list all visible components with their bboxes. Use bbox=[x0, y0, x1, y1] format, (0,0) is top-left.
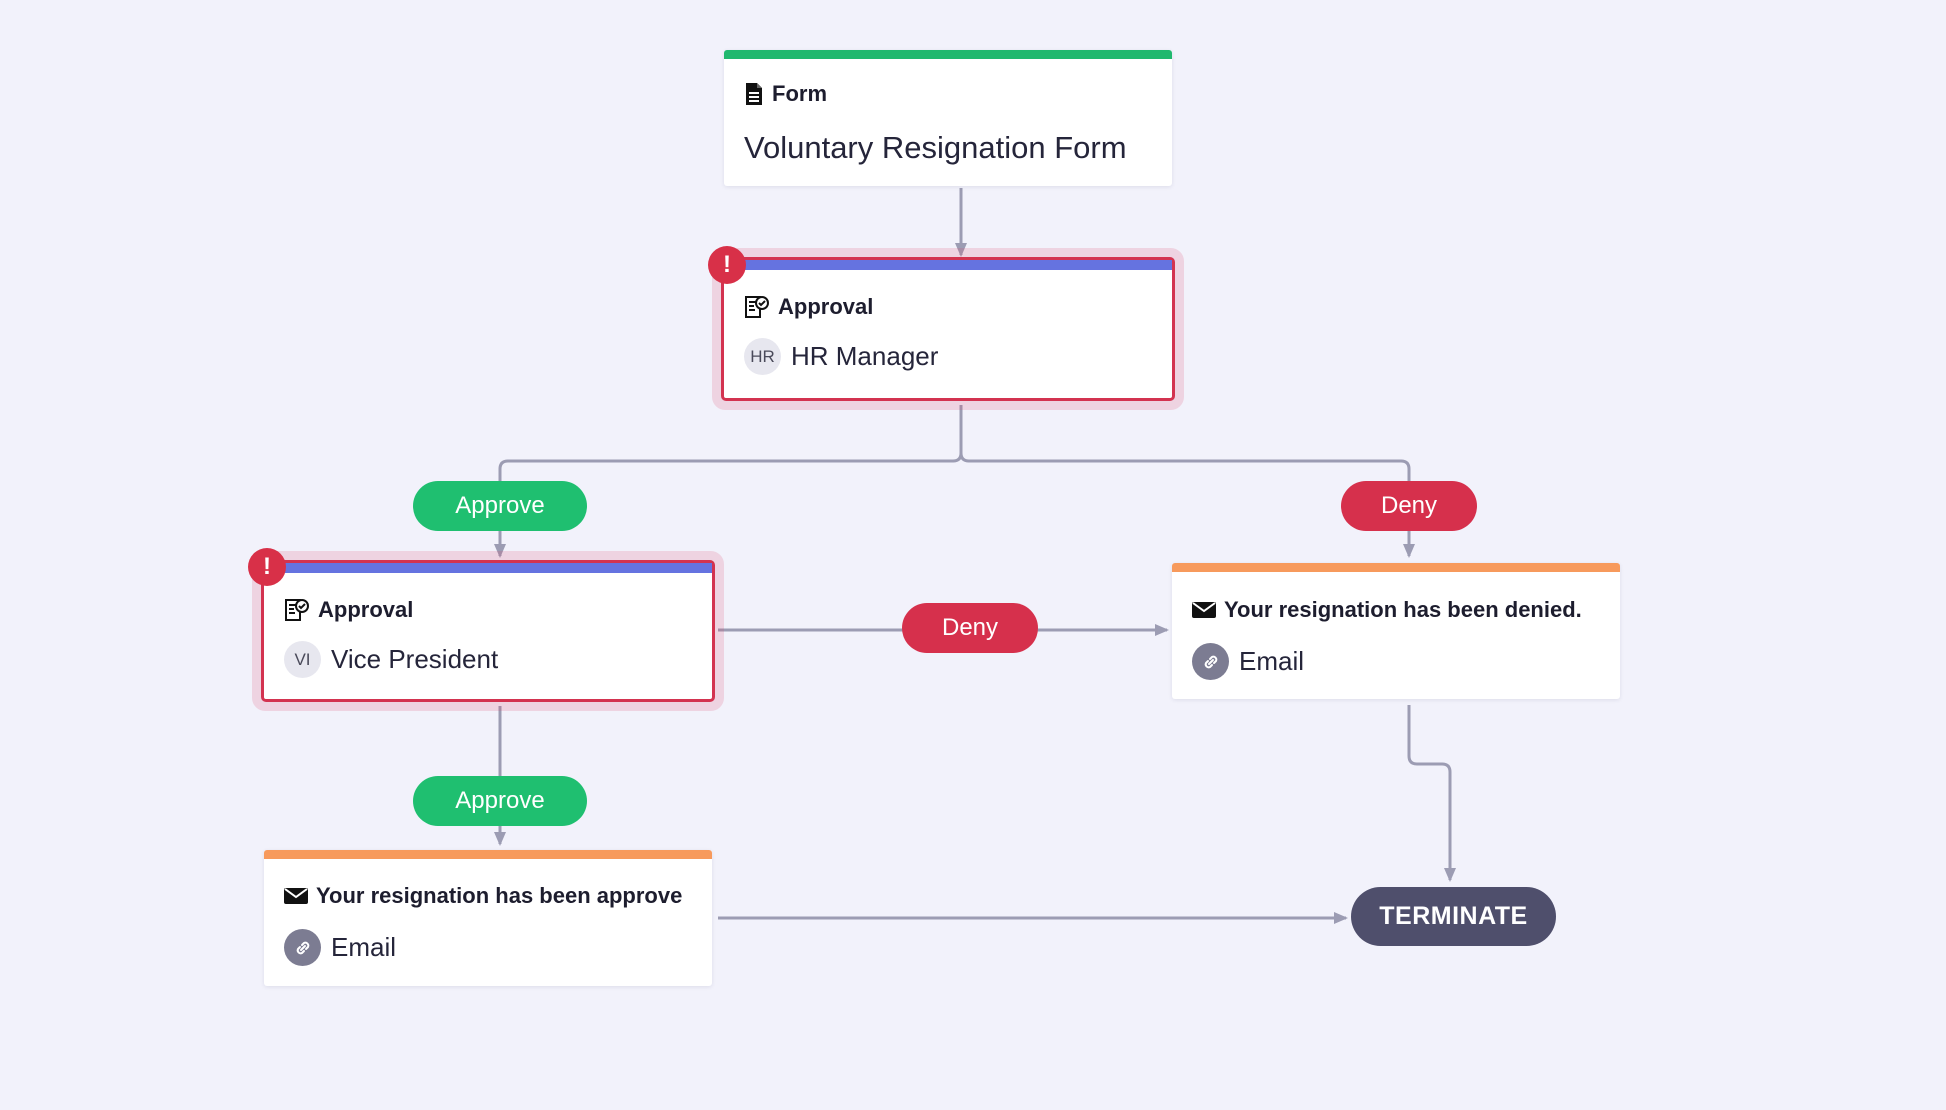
approve-label-2[interactable]: Approve bbox=[413, 776, 587, 826]
hr-assignee-name: HR Manager bbox=[791, 341, 939, 371]
vp-approval-assignee: VI Vice President bbox=[284, 641, 498, 678]
document-icon bbox=[744, 82, 764, 106]
vp-assignee-name: Vice President bbox=[331, 644, 499, 674]
approved-email-node[interactable]: Your resignation has been approve Email bbox=[264, 850, 712, 986]
form-node-bar bbox=[724, 50, 1172, 59]
hr-approval-header: Approval bbox=[744, 294, 873, 320]
vp-approval-type: Approval bbox=[318, 597, 414, 622]
denied-email-bar bbox=[1172, 563, 1620, 572]
deny-label-1[interactable]: Deny bbox=[1341, 481, 1477, 531]
denied-email-node[interactable]: Your resignation has been denied. Email bbox=[1172, 563, 1620, 699]
hr-approval-node[interactable]: Approval HR HR Manager bbox=[721, 257, 1175, 401]
connector-hr-deny bbox=[959, 452, 1415, 558]
approved-email-bar bbox=[264, 850, 712, 859]
envelope-icon bbox=[1192, 601, 1216, 619]
vp-warning-badge[interactable]: ! bbox=[248, 548, 286, 586]
approval-check-icon bbox=[744, 294, 770, 320]
connector-hr-branch bbox=[494, 405, 963, 558]
hr-approval-type: Approval bbox=[778, 294, 874, 319]
form-node-header: Form bbox=[744, 81, 827, 107]
envelope-icon bbox=[284, 887, 308, 905]
hr-approval-bar bbox=[724, 260, 1172, 270]
form-node-type: Form bbox=[772, 81, 827, 106]
link-icon bbox=[1192, 643, 1229, 680]
denied-email-header: Your resignation has been denied. bbox=[1192, 597, 1582, 623]
approved-email-header: Your resignation has been approve bbox=[284, 883, 694, 909]
link-icon bbox=[284, 929, 321, 966]
connector-denied-to-terminate bbox=[1407, 705, 1456, 882]
hr-warning-badge[interactable]: ! bbox=[708, 246, 746, 284]
vp-avatar: VI bbox=[284, 641, 321, 678]
approve-label-1[interactable]: Approve bbox=[413, 481, 587, 531]
form-node-title: Voluntary Resignation Form bbox=[744, 130, 1127, 165]
denied-email-channel-label: Email bbox=[1239, 646, 1305, 676]
approved-email-subject: Your resignation has been approve bbox=[316, 883, 683, 908]
form-node[interactable]: Form Voluntary Resignation Form bbox=[724, 50, 1172, 186]
deny-label-2[interactable]: Deny bbox=[902, 603, 1038, 653]
vp-approval-bar bbox=[264, 563, 712, 573]
denied-email-subject: Your resignation has been denied. bbox=[1224, 597, 1582, 622]
approved-email-channel-label: Email bbox=[331, 932, 397, 962]
hr-avatar: HR bbox=[744, 338, 781, 375]
vp-approval-node[interactable]: Approval VI Vice President bbox=[261, 560, 715, 702]
approval-check-icon bbox=[284, 597, 310, 623]
hr-approval-assignee: HR HR Manager bbox=[744, 338, 938, 375]
vp-approval-header: Approval bbox=[284, 597, 413, 623]
approved-email-channel: Email bbox=[284, 929, 396, 966]
terminate-node[interactable]: TERMINATE bbox=[1351, 887, 1556, 946]
denied-email-channel: Email bbox=[1192, 643, 1304, 680]
